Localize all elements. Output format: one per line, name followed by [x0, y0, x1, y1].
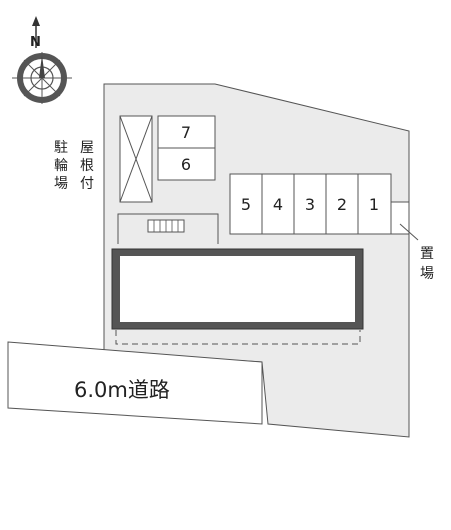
- bicycle-label-char-1: 屋: [80, 140, 94, 156]
- storage-label-char-2: 場: [420, 266, 434, 282]
- bicycle-label-char-6: 場: [54, 176, 68, 192]
- bicycle-label-char-3: 付: [80, 176, 94, 192]
- parking-space-6: 6: [157, 147, 216, 181]
- north-label: N: [30, 35, 41, 50]
- parking-space-7: 7: [157, 115, 216, 149]
- storage-label-char-1: 置: [420, 246, 434, 262]
- veranda-outline: [115, 330, 361, 345]
- compass-icon: [12, 52, 72, 104]
- building-entrance: [117, 213, 219, 244]
- parking-space-7-label: 7: [181, 123, 191, 142]
- parking-space-6-label: 6: [181, 155, 191, 174]
- storage-area: [390, 201, 419, 241]
- main-building: [111, 248, 364, 330]
- road-area: [7, 341, 263, 425]
- bicycle-label-char-2: 根: [80, 158, 94, 174]
- bicycle-label-char-4: 駐: [54, 140, 68, 156]
- parking-space-2-label: 2: [337, 195, 347, 214]
- bicycle-parking-shelter: [119, 115, 153, 203]
- parking-space-4-label: 4: [273, 195, 283, 214]
- parking-space-3-label: 3: [305, 195, 315, 214]
- north-arrow-icon: [32, 16, 40, 48]
- parking-row-right: 5 4 3 2 1: [229, 173, 392, 235]
- parking-space-1-label: 1: [369, 195, 379, 214]
- parking-space-5-label: 5: [241, 195, 251, 214]
- bicycle-label-char-5: 輪: [54, 157, 68, 174]
- road-label: 6.0m道路: [74, 378, 170, 402]
